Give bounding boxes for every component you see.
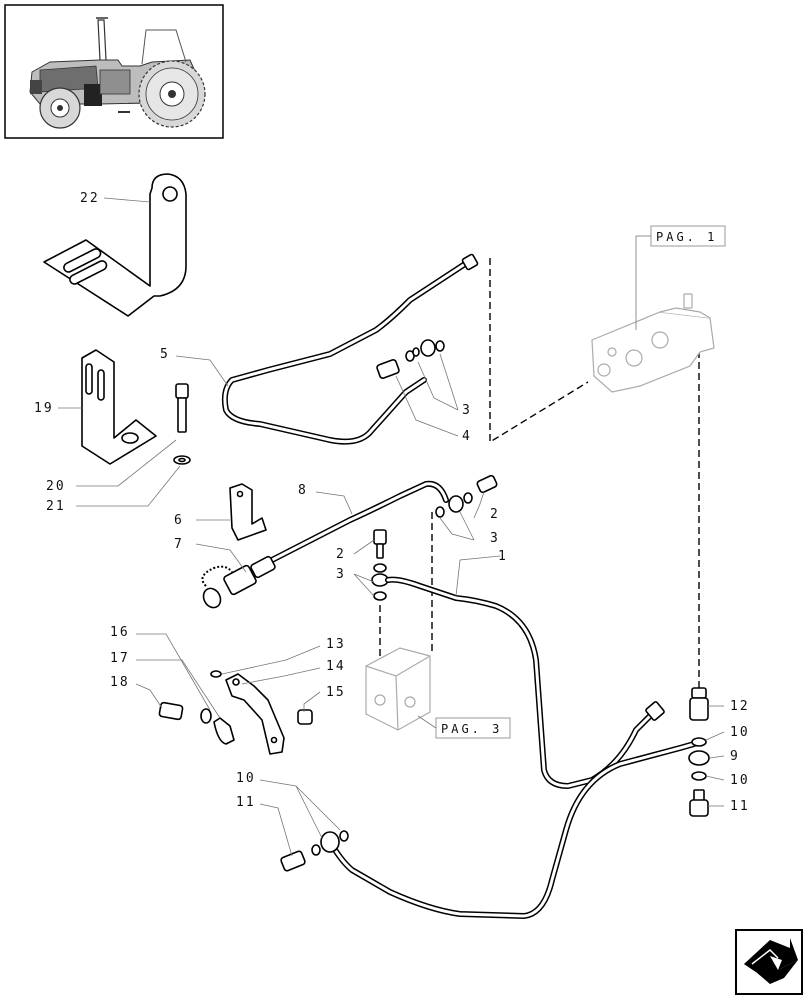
callout-2-center: 2 <box>336 547 346 562</box>
callout-5: 5 <box>160 347 170 362</box>
callout-18: 18 <box>110 675 130 690</box>
callout-14: 14 <box>326 659 346 674</box>
callout-21: 21 <box>46 499 66 514</box>
fitting-3-4-upper <box>376 339 445 379</box>
clamp-assembly-13-18 <box>158 670 313 755</box>
svg-text:PAG. 1: PAG. 1 <box>656 230 717 244</box>
callout-17: 17 <box>110 651 130 666</box>
bracket-19 <box>81 349 157 465</box>
bracket-22 <box>43 173 187 317</box>
callout-15: 15 <box>326 685 346 700</box>
fitting-2-3-center <box>371 529 389 601</box>
callout-22: 22 <box>80 191 100 206</box>
callout-12: 12 <box>730 699 750 714</box>
pipe-5 <box>221 253 479 445</box>
tractor-thumbnail-icon <box>4 4 224 139</box>
leader-lines <box>58 197 725 857</box>
valve-block-ghost <box>591 293 715 393</box>
bracket-6 <box>229 483 267 541</box>
callout-10-left: 10 <box>236 771 256 786</box>
washer-21 <box>173 455 191 465</box>
callout-20: 20 <box>46 479 66 494</box>
callout-19: 19 <box>34 401 54 416</box>
callout-1: 1 <box>498 549 508 564</box>
callout-13: 13 <box>326 637 346 652</box>
next-page-arrow-icon[interactable] <box>735 929 803 995</box>
callout-16: 16 <box>110 625 130 640</box>
callout-3-center: 3 <box>336 567 346 582</box>
callout-9: 9 <box>730 749 740 764</box>
pipe-8 <box>269 480 449 563</box>
callout-3-upper: 3 <box>462 403 472 418</box>
quick-coupling-7 <box>201 555 276 609</box>
distributor-block-ghost <box>365 647 431 731</box>
callout-8: 8 <box>298 483 308 498</box>
callout-7: 7 <box>174 537 184 552</box>
callout-2-right: 2 <box>490 507 500 522</box>
callout-11-right: 11 <box>730 799 750 814</box>
callout-11-left: 11 <box>236 795 256 810</box>
svg-text:PAG. 3: PAG. 3 <box>441 722 502 736</box>
callout-4: 4 <box>462 429 472 444</box>
fitting-10-11-left <box>280 830 349 872</box>
callout-3-right: 3 <box>490 531 500 546</box>
callout-10-right-upper: 10 <box>730 725 750 740</box>
reference-box-pag1: PAG. 1 <box>635 225 726 330</box>
fitting-9-12-right <box>688 687 710 817</box>
reference-box-pag3: PAG. 3 <box>417 715 511 739</box>
pipe-lower <box>325 741 697 919</box>
callout-6: 6 <box>174 513 184 528</box>
fitting-2-3-right <box>435 474 498 518</box>
callout-10-right-lower: 10 <box>730 773 750 788</box>
callout-labels: 22 19 20 21 5 3 4 6 7 8 2 3 1 2 3 16 17 … <box>34 191 750 814</box>
bolt-20 <box>175 383 189 433</box>
